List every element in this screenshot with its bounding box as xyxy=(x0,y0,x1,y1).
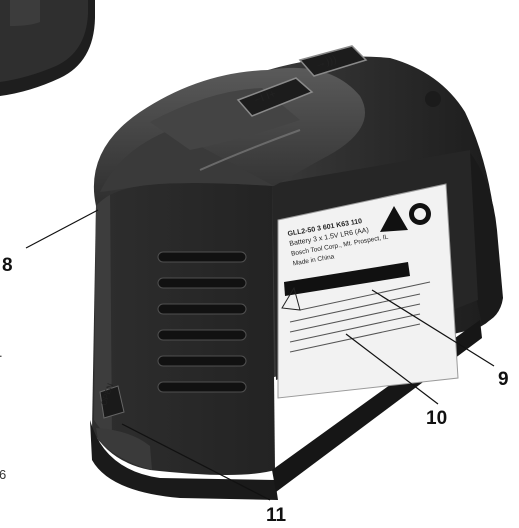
callout-11: 11 xyxy=(266,505,287,526)
battery-door-edge xyxy=(96,428,152,470)
battery-latch xyxy=(99,385,125,419)
control-buttons: −I I+ →))) xyxy=(236,45,368,117)
leader-lines xyxy=(25,209,495,501)
laser-on-symbol: →))) xyxy=(314,53,338,71)
leader-line-8 xyxy=(25,209,99,249)
edge-text-fragment: . xyxy=(0,346,3,359)
grip-rib xyxy=(157,355,247,367)
warning-triangle-icon xyxy=(380,206,408,232)
callout-10: 10 xyxy=(426,408,448,429)
leader-line-11 xyxy=(121,423,271,501)
edge-text-fragment: 6 xyxy=(0,467,7,482)
grip-rib xyxy=(157,251,247,263)
leader-line-9 xyxy=(371,289,495,367)
leader-line-10 xyxy=(345,333,439,405)
callout-8: 8 xyxy=(2,255,13,276)
grip-rib xyxy=(157,381,247,393)
laser-on-button[interactable] xyxy=(298,45,368,77)
grip-rib xyxy=(157,303,247,315)
grip-rib xyxy=(157,277,247,289)
device-top-cover xyxy=(93,67,365,207)
callout-9: 9 xyxy=(498,369,509,390)
grip-ribs xyxy=(157,251,247,393)
laser-warning-icon xyxy=(281,286,301,311)
label-black-band xyxy=(284,262,410,296)
mode-switch-button[interactable] xyxy=(236,77,314,117)
warning-label-plate: GLL2-50 3 601 K63 110 Battery 3 x 1.5V L… xyxy=(277,183,459,399)
grip-rib xyxy=(157,329,247,341)
side-screw-icon xyxy=(425,91,441,107)
background-accessory xyxy=(0,0,95,96)
